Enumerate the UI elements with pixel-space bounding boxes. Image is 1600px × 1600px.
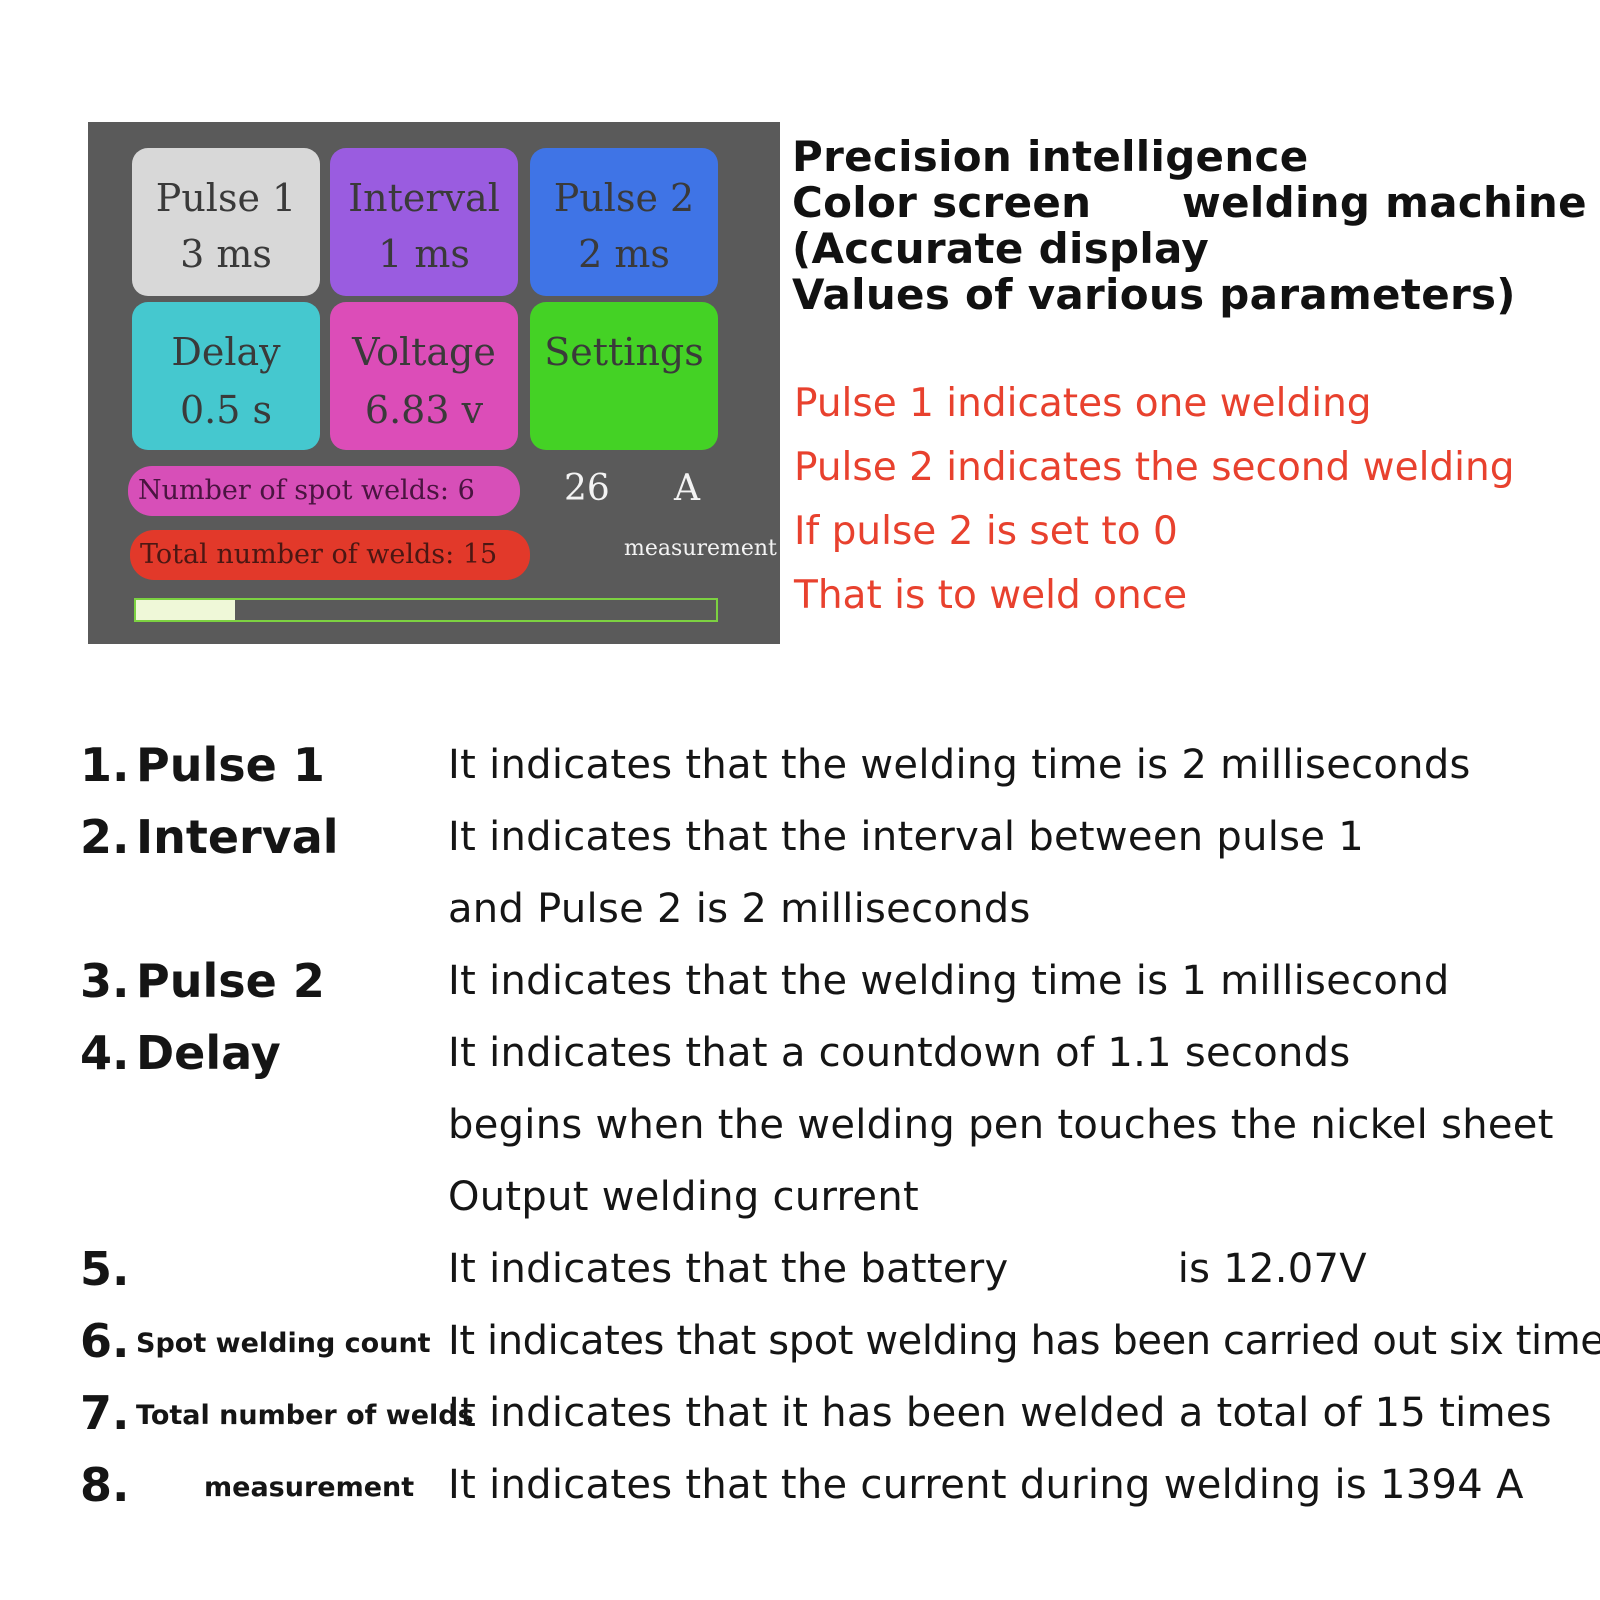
item-number: 4.	[80, 1026, 130, 1080]
tile-voltage[interactable]: Voltage 6.83 v	[330, 302, 518, 450]
tile-value: 6.83 v	[364, 388, 484, 432]
item-desc: Output welding current	[448, 1174, 919, 1220]
total-welds-value: 15	[462, 539, 498, 570]
tile-pulse-1[interactable]: Pulse 1 3 ms	[132, 148, 320, 296]
tile-label: Settings	[544, 330, 704, 374]
explanation-row: 6. Spot welding count It indicates that …	[80, 1306, 1600, 1378]
tile-settings[interactable]: Settings	[530, 302, 718, 450]
tile-delay[interactable]: Delay 0.5 s	[132, 302, 320, 450]
item-number: 7.	[80, 1386, 130, 1440]
current-value: 26	[564, 468, 610, 509]
explanation-row: 4. Delay It indicates that a countdown o…	[80, 1018, 1590, 1090]
explanation-row: 5. It indicates that the battery is 12.0…	[80, 1234, 1590, 1306]
note-line: If pulse 2 is set to 0	[794, 509, 1178, 554]
tile-value: 2 ms	[578, 232, 670, 276]
item-name: Delay	[136, 1026, 281, 1080]
tile-label: Delay	[171, 330, 281, 374]
measurement-label: measurement	[624, 536, 777, 561]
item-desc: It indicates that the interval between p…	[448, 814, 1364, 860]
parameter-explanations: 1. Pulse 1 It indicates that the welding…	[80, 730, 1600, 1522]
explanation-row: 2. Interval It indicates that the interv…	[80, 802, 1590, 874]
tile-label: Pulse 2	[553, 176, 695, 220]
tile-label: Pulse 1	[155, 176, 297, 220]
heading-line-2: Color screen welding machine	[792, 178, 1587, 227]
item-number: 1.	[80, 738, 130, 792]
tile-value: 3 ms	[180, 232, 272, 276]
heading-line-2a: Color screen	[792, 178, 1092, 227]
explanation-row-continued: and Pulse 2 is 2 milliseconds	[80, 874, 1590, 946]
item-desc: It indicates that spot welding has been …	[448, 1318, 1600, 1364]
heading-line-4: Values of various parameters)	[792, 270, 1516, 319]
item-number: 3.	[80, 954, 130, 1008]
spot-welds-counter: Number of spot welds: 6	[128, 466, 520, 516]
item-desc: It indicates that the current during wel…	[448, 1462, 1524, 1508]
explanation-row: 7. Total number of welds It indicates th…	[80, 1378, 1590, 1450]
tile-label: Voltage	[352, 330, 496, 374]
heading-line-1: Precision intelligence	[792, 132, 1309, 181]
heading-line-3: (Accurate display	[792, 224, 1210, 273]
product-heading: Precision intelligence Color screen weld…	[792, 132, 1587, 319]
explanation-row: 3. Pulse 2 It indicates that the welding…	[80, 946, 1590, 1018]
item-number: 6.	[80, 1314, 130, 1368]
item-desc: It indicates that a countdown of 1.1 sec…	[448, 1030, 1351, 1076]
weld-progress-bar	[134, 598, 718, 622]
pulse-notes: Pulse 1 indicates one welding Pulse 2 in…	[794, 372, 1514, 628]
note-line: Pulse 1 indicates one welding	[794, 381, 1372, 426]
item-desc: It indicates that the welding time is 1 …	[448, 958, 1450, 1004]
note-line: That is to weld once	[794, 573, 1188, 618]
explanation-row: 1. Pulse 1 It indicates that the welding…	[80, 730, 1590, 802]
total-welds-label: Total number of welds:	[140, 539, 455, 570]
current-unit: A	[674, 468, 700, 509]
tile-label: Interval	[348, 176, 500, 220]
total-welds-counter: Total number of welds: 15	[130, 530, 530, 580]
item-name: Spot welding count	[136, 1328, 431, 1359]
item-desc: and Pulse 2 is 2 milliseconds	[448, 886, 1031, 932]
item-name: Pulse 2	[136, 954, 325, 1008]
note-line: Pulse 2 indicates the second welding	[794, 445, 1515, 490]
progress-fill	[136, 600, 235, 620]
item-number: 8.	[80, 1458, 130, 1512]
explanation-row: 8. measurement It indicates that the cur…	[80, 1450, 1590, 1522]
item-desc: It indicates that the welding time is 2 …	[448, 742, 1471, 788]
spot-welds-value: 6	[457, 475, 475, 506]
item-number: 5.	[80, 1242, 130, 1296]
item-name: Pulse 1	[136, 738, 325, 792]
item-desc: It indicates that the battery is 12.07V	[448, 1246, 1367, 1292]
item-name: measurement	[204, 1472, 415, 1503]
tile-interval[interactable]: Interval 1 ms	[330, 148, 518, 296]
tile-value: 1 ms	[378, 232, 470, 276]
welder-screen: Pulse 1 3 ms Interval 1 ms Pulse 2 2 ms …	[88, 122, 780, 644]
tile-value: 0.5 s	[179, 388, 272, 432]
explanation-row-continued: begins when the welding pen touches the …	[80, 1090, 1590, 1162]
spot-welds-label: Number of spot welds:	[138, 475, 449, 506]
item-number: 2.	[80, 810, 130, 864]
item-name: Total number of welds	[136, 1400, 474, 1431]
explanation-row-continued: Output welding current	[80, 1162, 1590, 1234]
item-desc: begins when the welding pen touches the …	[448, 1102, 1554, 1148]
heading-line-2b: welding machine	[1182, 178, 1587, 227]
tile-pulse-2[interactable]: Pulse 2 2 ms	[530, 148, 718, 296]
item-name: Interval	[136, 810, 339, 864]
item-desc: It indicates that it has been welded a t…	[448, 1390, 1552, 1436]
